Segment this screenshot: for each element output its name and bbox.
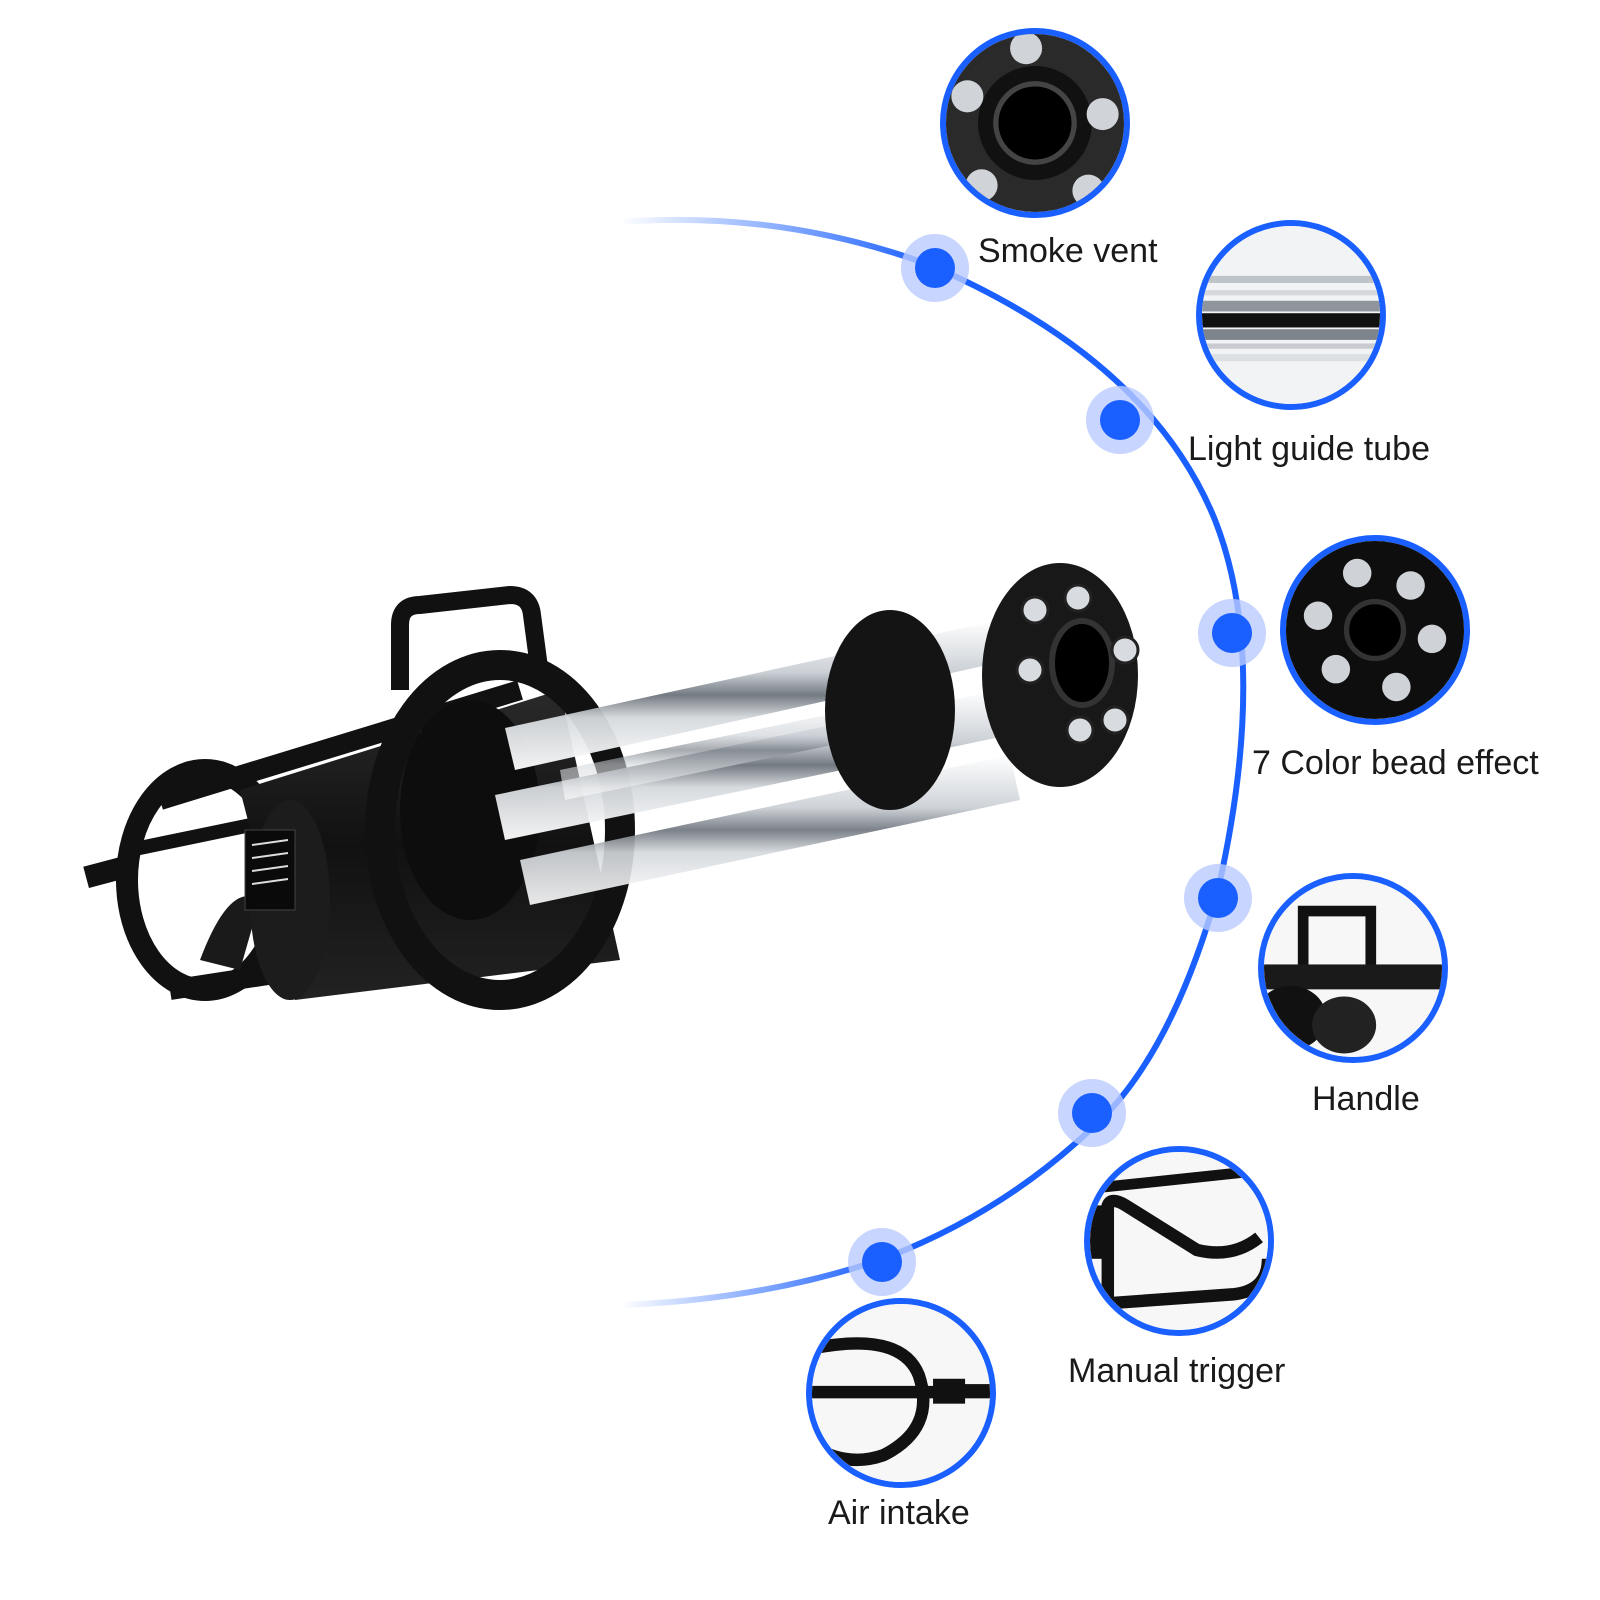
color-bead-closeup (1280, 535, 1470, 725)
trigger-grip (200, 896, 260, 970)
arc-node-manual-trigger (1058, 1079, 1126, 1147)
front-ring (365, 650, 635, 1010)
air-intake-closeup (806, 1298, 996, 1488)
carry-handle (391, 585, 549, 690)
light-guide-tube-closeup (1196, 220, 1386, 410)
feature-label-air-intake: Air intake (828, 1494, 970, 1532)
feature-label-handle: Handle (1312, 1080, 1420, 1118)
handle-closeup (1258, 873, 1448, 1063)
feature-label-light-guide-tube: Light guide tube (1188, 430, 1430, 468)
arc-node-color-bead (1198, 599, 1266, 667)
feature-label-color-bead-effect: 7 Color bead effect (1252, 744, 1539, 782)
barrel-front-plate (982, 563, 1140, 787)
arc-node-smoke-vent (901, 234, 969, 302)
middle-plate (825, 610, 955, 810)
arc-node-light-guide-tube (1086, 386, 1154, 454)
arc-node-air-intake (848, 1228, 916, 1296)
arc-top-fade (619, 216, 932, 268)
smoke-vent-closeup (940, 28, 1130, 218)
manual-trigger-closeup (1084, 1146, 1274, 1336)
feature-label-manual-trigger: Manual trigger (1068, 1352, 1286, 1390)
feature-label-smoke-vent: Smoke vent (978, 232, 1158, 270)
arc-node-handle (1184, 864, 1252, 932)
